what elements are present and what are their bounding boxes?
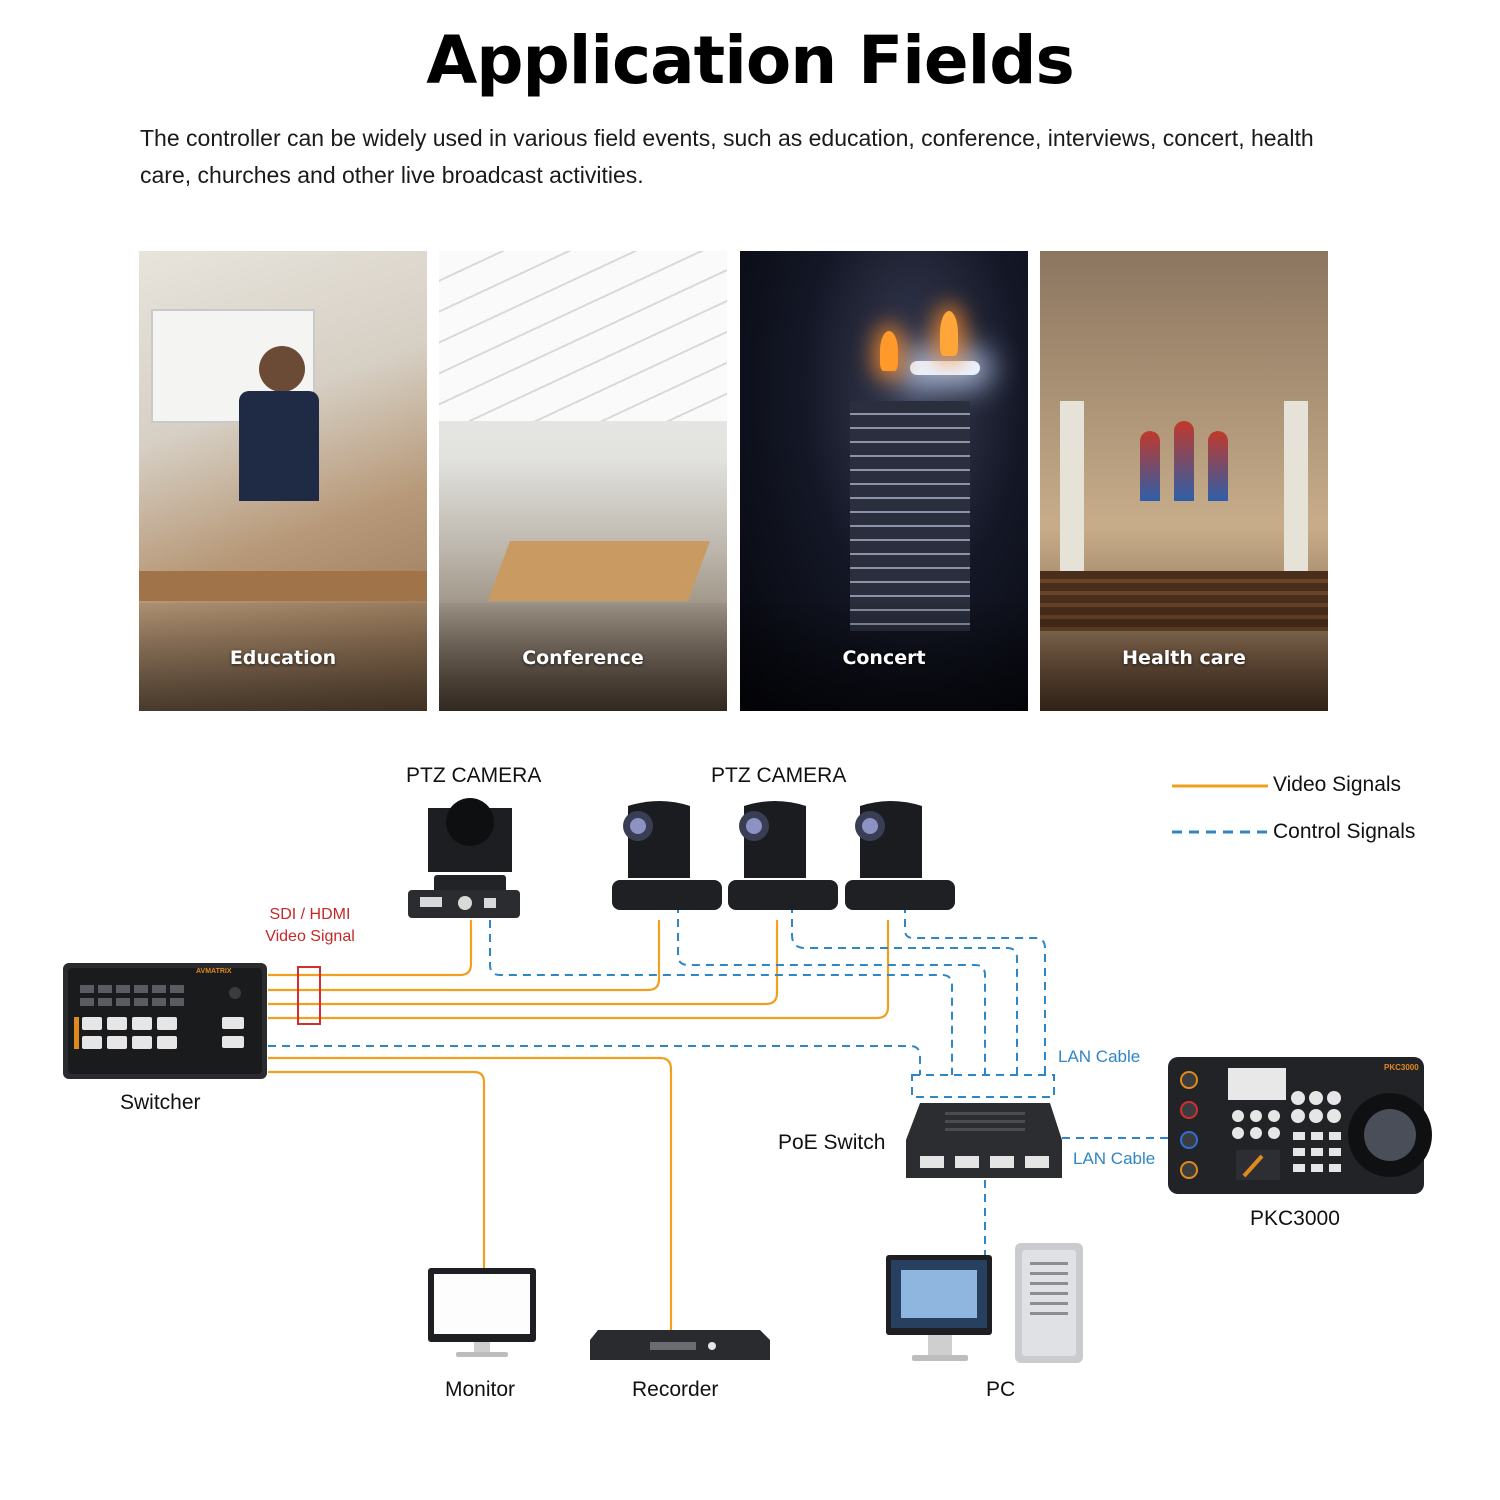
label-band xyxy=(439,603,727,711)
stained-window xyxy=(1174,421,1194,501)
lan-cable-label-1: LAN Cable xyxy=(1058,1047,1141,1066)
field-label-health-care: Health care xyxy=(1122,647,1246,669)
field-label-conference: Conference xyxy=(522,647,644,669)
switcher-brand-mark: AVMATRIX xyxy=(196,968,232,975)
field-card-health-care: Health care xyxy=(1040,251,1328,711)
ptz-camera-rear xyxy=(408,798,520,918)
pkc3000-controller xyxy=(1168,1057,1432,1194)
pc-device xyxy=(886,1243,1083,1363)
page-description: The controller can be widely used in var… xyxy=(140,125,1314,188)
ptz-camera-front-2 xyxy=(728,801,838,910)
flame xyxy=(880,331,898,371)
sdi-hdmi-label-line1: SDI / HDMI xyxy=(269,906,351,923)
monitor-label: Monitor xyxy=(445,1378,516,1401)
teacher xyxy=(259,346,305,392)
video-line-camera-2 xyxy=(268,920,661,992)
legend-control-label: Control Signals xyxy=(1273,820,1416,843)
video-line-camera-4 xyxy=(268,920,890,1020)
flame xyxy=(940,311,958,356)
sdi-hdmi-highlight xyxy=(297,966,321,1025)
control-line-switcher xyxy=(268,1045,921,1075)
control-signal-lines xyxy=(268,905,1168,1255)
field-label-concert: Concert xyxy=(842,647,926,669)
label-band xyxy=(139,603,427,711)
switcher-device xyxy=(63,963,267,1079)
field-card-concert: Concert xyxy=(740,251,1028,711)
page-title: Application Fields xyxy=(426,22,1075,99)
poe-switch-device xyxy=(906,1103,1062,1178)
stained-window xyxy=(1140,431,1160,501)
stained-window xyxy=(1208,431,1228,501)
switcher-label: Switcher xyxy=(120,1091,201,1114)
desk xyxy=(139,571,427,601)
ptz-camera-label-single: PTZ CAMERA xyxy=(406,764,542,787)
monitor-device xyxy=(428,1268,536,1357)
pkc3000-label: PKC3000 xyxy=(1250,1207,1340,1230)
legend-video-label: Video Signals xyxy=(1273,773,1402,796)
ptz-camera-label-group: PTZ CAMERA xyxy=(711,764,847,787)
sdi-hdmi-label-line2: Video Signal xyxy=(265,928,355,945)
stage-light xyxy=(910,361,980,375)
pc-label: PC xyxy=(986,1378,1016,1401)
sdi-hdmi-label: SDI / HDMI Video Signal xyxy=(248,904,372,948)
control-line-camera-3 xyxy=(791,905,1018,1075)
control-line-camera-2 xyxy=(677,905,986,1075)
controller-badge: PKC3000 xyxy=(1384,1063,1419,1072)
video-line-recorder xyxy=(268,1056,673,1330)
video-signal-lines xyxy=(268,920,890,1330)
teacher-body xyxy=(239,391,319,501)
ptz-camera-front-3 xyxy=(845,801,955,910)
field-label-education: Education xyxy=(229,647,337,669)
video-line-monitor xyxy=(268,1070,486,1268)
recorder-label: Recorder xyxy=(632,1378,719,1401)
field-card-education: Education xyxy=(139,251,427,711)
ptz-camera-front-1 xyxy=(612,801,722,910)
ceiling xyxy=(439,251,727,421)
label-band xyxy=(1040,603,1328,711)
field-card-conference: Conference xyxy=(439,251,727,711)
video-line-camera-1 xyxy=(268,920,473,977)
stage-rig xyxy=(850,401,970,631)
lan-cable-label-2: LAN Cable xyxy=(1073,1149,1156,1168)
video-line-camera-3 xyxy=(268,920,779,1006)
poe-switch-label: PoE Switch xyxy=(778,1131,886,1154)
lan-port-highlight xyxy=(911,1074,1055,1098)
control-line-camera-1 xyxy=(489,920,953,1075)
control-line-camera-4 xyxy=(904,905,1046,1075)
recorder-device xyxy=(590,1330,770,1360)
label-band xyxy=(740,603,1028,711)
